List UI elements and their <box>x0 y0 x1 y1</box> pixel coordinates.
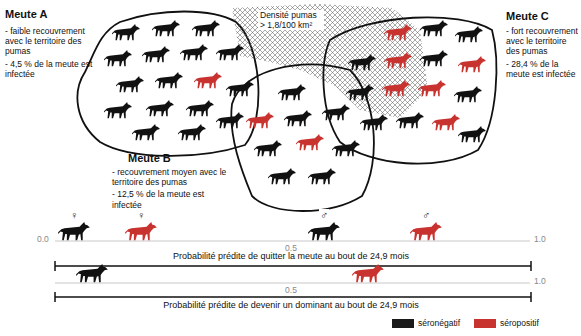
pack-note: - 12,5 % de la meute est infectée <box>112 189 230 209</box>
axis-title: Probabilité prédite de quitter la meute … <box>172 252 410 262</box>
axis-value: 1.0 <box>533 235 547 244</box>
pack-b-territory: Meute B - recouvrement moyen avec le terr… <box>104 54 386 218</box>
outline-path <box>231 65 374 211</box>
sex-symbol: ♀ <box>69 209 79 221</box>
legend-swatch <box>474 319 496 328</box>
pack-note: Densité pumas > 1,8/100 km² <box>258 10 324 30</box>
legend-swatch <box>392 319 414 328</box>
probability-axes <box>55 241 531 302</box>
pack-heading: Meute B <box>128 152 228 165</box>
pack-c-wolves <box>346 20 486 142</box>
sex-symbol: ♀ <box>136 209 146 221</box>
pack-c-territory: Meute C - fort recouvrement avec le terri… <box>316 4 581 176</box>
pack-heading: Meute A <box>5 8 100 21</box>
pack-note: - faible recouvrement avec le territoire… <box>5 26 97 57</box>
pack-a-territory: Meute A - faible recouvrement avec le ter… <box>0 0 272 164</box>
outline-shape <box>0 0 272 164</box>
pack-note: - fort recouvrement avec le territoire d… <box>506 26 579 57</box>
outline-path <box>77 12 258 156</box>
pack-note: - 28,4 % de la meute est infectée <box>506 59 579 79</box>
outline-path <box>232 4 428 118</box>
legend-item: séronégatif <box>392 318 460 328</box>
pack-note: - 4,5 % de la meute est infectée <box>5 59 97 79</box>
pack-note: - recouvrement moyen avec le territoire … <box>112 167 230 187</box>
legend: séronégatif séropositif <box>392 318 539 328</box>
axis-value: 0.5 <box>284 286 298 295</box>
sex-symbol: ♂ <box>421 209 431 221</box>
pack-b-wolves <box>246 84 360 184</box>
axis-value: 0.0 <box>36 235 50 244</box>
axis-value: 1.0 <box>533 277 547 286</box>
legend-text: séropositif <box>500 318 539 328</box>
axis-title: Probabilité prédite de devenir un domina… <box>162 301 420 311</box>
pack-heading: Meute C <box>506 10 579 23</box>
legend-item: séropositif <box>474 318 539 328</box>
outline-path <box>323 17 496 163</box>
pack-a-wolves <box>104 20 254 140</box>
axis-wolves <box>58 222 442 282</box>
legend-text: séronégatif <box>418 318 460 328</box>
sex-symbol: ♂ <box>319 209 329 221</box>
